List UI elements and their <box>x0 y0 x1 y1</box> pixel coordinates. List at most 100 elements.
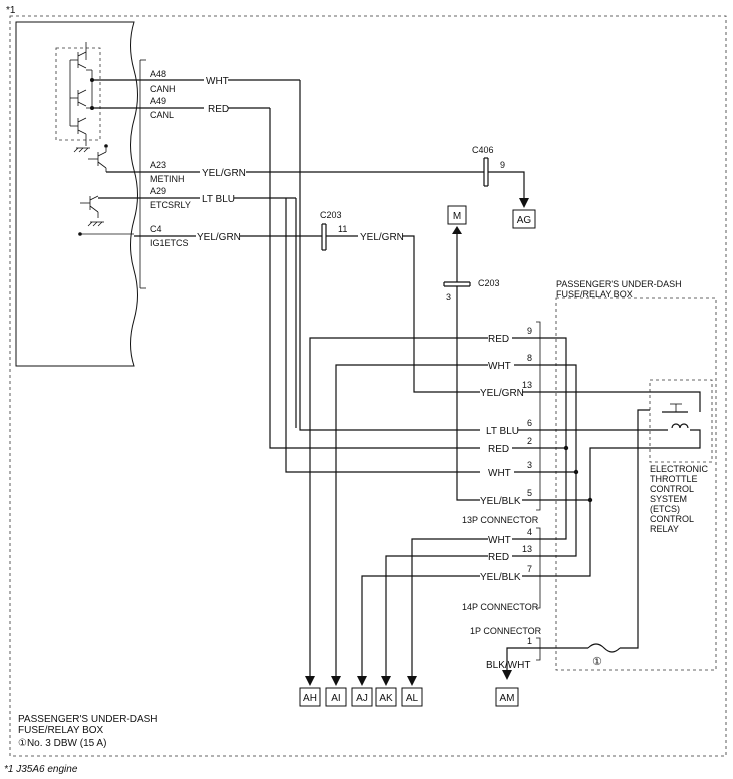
legend-line-2: FUSE/RELAY BOX <box>18 725 104 736</box>
pin13p-2-wire: YEL/GRN <box>480 388 524 399</box>
outer-frame <box>9 15 727 757</box>
relay-label-3: CONTROL <box>650 484 694 494</box>
transistor-metinh <box>88 144 108 172</box>
terminal-m-label: M <box>453 211 461 222</box>
connector-c406 <box>483 157 489 187</box>
wire-yelgrn-13 <box>402 235 480 393</box>
ecm-pin-c4: C4 <box>150 224 162 234</box>
pin13p-1-num: 8 <box>527 353 532 363</box>
pin13p-2-num: 13 <box>522 380 532 390</box>
ecm-pin-a29: A29 <box>150 186 166 196</box>
pin14p-1-num: 13 <box>522 544 532 554</box>
terminal-aj-label: AJ <box>356 693 368 704</box>
fuse-icon <box>587 643 621 653</box>
wire-ltblu-6 <box>299 80 480 431</box>
wire-yelblk-5 <box>456 286 480 501</box>
terminal-am <box>495 687 519 707</box>
fuse-box-outline <box>555 297 717 671</box>
pin13p-5-num: 3 <box>527 460 532 470</box>
wire-label-ltblu-a29: LT BLU <box>202 194 235 205</box>
relay-label-6: CONTROL <box>650 514 694 524</box>
c203-upper-pin: 11 <box>338 224 347 234</box>
terminal-al-label: AL <box>406 693 419 704</box>
connector-14p-bracket <box>536 527 541 609</box>
footnote-mark: *1 <box>6 5 16 16</box>
pin1p-num: 1 <box>527 636 532 646</box>
relay-label-7: RELAY <box>650 524 679 534</box>
pin14p-0-wire: WHT <box>488 535 511 546</box>
pin14p-0-num: 4 <box>527 527 532 537</box>
fuse-box-title-2: FUSE/RELAY BOX <box>556 289 633 299</box>
pin14p-2-num: 7 <box>527 564 532 574</box>
fuse-box-title-1: PASSENGER'S UNDER-DASH <box>556 279 682 289</box>
connector-1p-label: 1P CONNECTOR <box>470 626 542 636</box>
legend-line-1: PASSENGER'S UNDER-DASH <box>18 714 158 725</box>
ecm-pin-a23: A23 <box>150 160 166 170</box>
terminal-ak-label: AK <box>379 693 393 704</box>
terminal-ai <box>325 687 347 707</box>
fuse-mark: ① <box>592 656 602 668</box>
pin13p-4-num: 2 <box>527 436 532 446</box>
pin13p-1-wire: WHT <box>488 361 511 372</box>
pin13p-5-wire: WHT <box>488 468 511 479</box>
terminal-ah <box>299 687 321 707</box>
terminal-m <box>447 205 467 225</box>
relay-coil-icon <box>650 423 701 449</box>
terminal-ak <box>375 687 397 707</box>
terminal-ai-label: AI <box>331 693 340 704</box>
transistor-2 <box>70 89 87 107</box>
footnote-text: *1 J35A6 engine <box>4 764 78 775</box>
connector-1p-bracket <box>536 637 541 661</box>
connector-c203-lower <box>443 281 471 287</box>
c203-lower-label: C203 <box>478 278 500 288</box>
wire-wht-3 <box>285 198 480 473</box>
relay-label-4: SYSTEM <box>650 494 687 504</box>
terminal-al <box>401 687 423 707</box>
connector-14p-label: 14P CONNECTOR <box>462 602 539 612</box>
relay-label-5: (ETCS) <box>650 504 680 514</box>
pin13p-0-wire: RED <box>488 334 509 345</box>
c406-pin: 9 <box>500 160 505 170</box>
connector-13p-bracket <box>536 321 541 511</box>
relay-switch-icon <box>650 391 701 413</box>
pin1p-wire: BLK/WHT <box>486 660 530 671</box>
connector-c203-upper <box>321 223 327 251</box>
ecm-signal-canh: CANH <box>150 84 176 94</box>
terminal-ag <box>512 209 536 229</box>
wire-label-red-a49: RED <box>208 104 229 115</box>
transistor-1 <box>70 42 87 69</box>
ecm-signal-ig1etcs: IG1ETCS <box>150 238 189 248</box>
pin13p-6-num: 5 <box>527 488 532 498</box>
c203-upper-label: C203 <box>320 210 342 220</box>
wire-label-yelgrn-c4: YEL/GRN <box>197 232 241 243</box>
wire-label-yelgrn-c203: YEL/GRN <box>360 232 404 243</box>
etcs-relay-outline <box>649 379 713 463</box>
pin13p-4-wire: RED <box>488 444 509 455</box>
wire-label-yelgrn-a23: YEL/GRN <box>202 168 246 179</box>
ecm-body <box>15 21 138 367</box>
transistor-3 <box>70 117 87 146</box>
relay-label-2: THROTTLE <box>650 474 698 484</box>
pin13p-6-wire: YEL/BLK <box>480 496 521 507</box>
terminal-aj <box>351 687 373 707</box>
pin13p-0-num: 9 <box>527 326 532 336</box>
ground-icon <box>73 147 90 153</box>
ecm-signal-metinh: METINH <box>150 174 185 184</box>
ecm-signal-canl: CANL <box>150 110 174 120</box>
can-transceiver <box>55 47 101 141</box>
wire-label-wht-a48: WHT <box>206 76 229 87</box>
ecm-pin-a48: A48 <box>150 69 166 79</box>
legend-line-3: ①No. 3 DBW (15 A) <box>18 738 106 749</box>
c406-label: C406 <box>472 145 494 155</box>
pin13p-3-num: 6 <box>527 418 532 428</box>
pin14p-1-wire: RED <box>488 552 509 563</box>
c203-lower-pin: 3 <box>446 292 451 302</box>
connector-13p-label: 13P CONNECTOR <box>462 515 539 525</box>
terminal-ag-label: AG <box>517 215 532 226</box>
pin13p-3-wire: LT BLU <box>486 426 519 437</box>
wire-red-2 <box>269 108 480 449</box>
ecm-pin-a49: A49 <box>150 96 166 106</box>
ecm-signal-etcsrly: ETCSRLY <box>150 200 191 210</box>
pin14p-2-wire: YEL/BLK <box>480 572 521 583</box>
transistor-etcsrly <box>80 195 104 227</box>
